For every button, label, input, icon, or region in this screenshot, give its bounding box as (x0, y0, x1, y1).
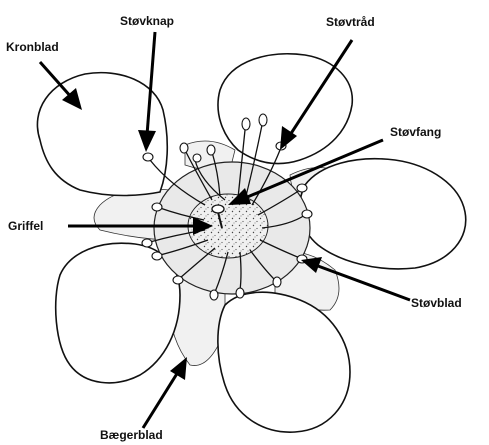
label-baegerblad: Bægerblad (100, 428, 163, 442)
petal-right (300, 159, 466, 269)
label-stovtrad: Støvtråd (326, 15, 375, 29)
label-stovfang: Støvfang (390, 125, 441, 139)
stigma (212, 205, 224, 213)
label-stovblad: Støvblad (411, 296, 462, 310)
petal-bottom-left (56, 243, 180, 383)
petal-bottom-right (218, 292, 350, 432)
label-griffel: Griffel (8, 219, 43, 233)
label-kronblad: Kronblad (6, 40, 59, 54)
label-stovknap: Støvknap (120, 14, 174, 28)
